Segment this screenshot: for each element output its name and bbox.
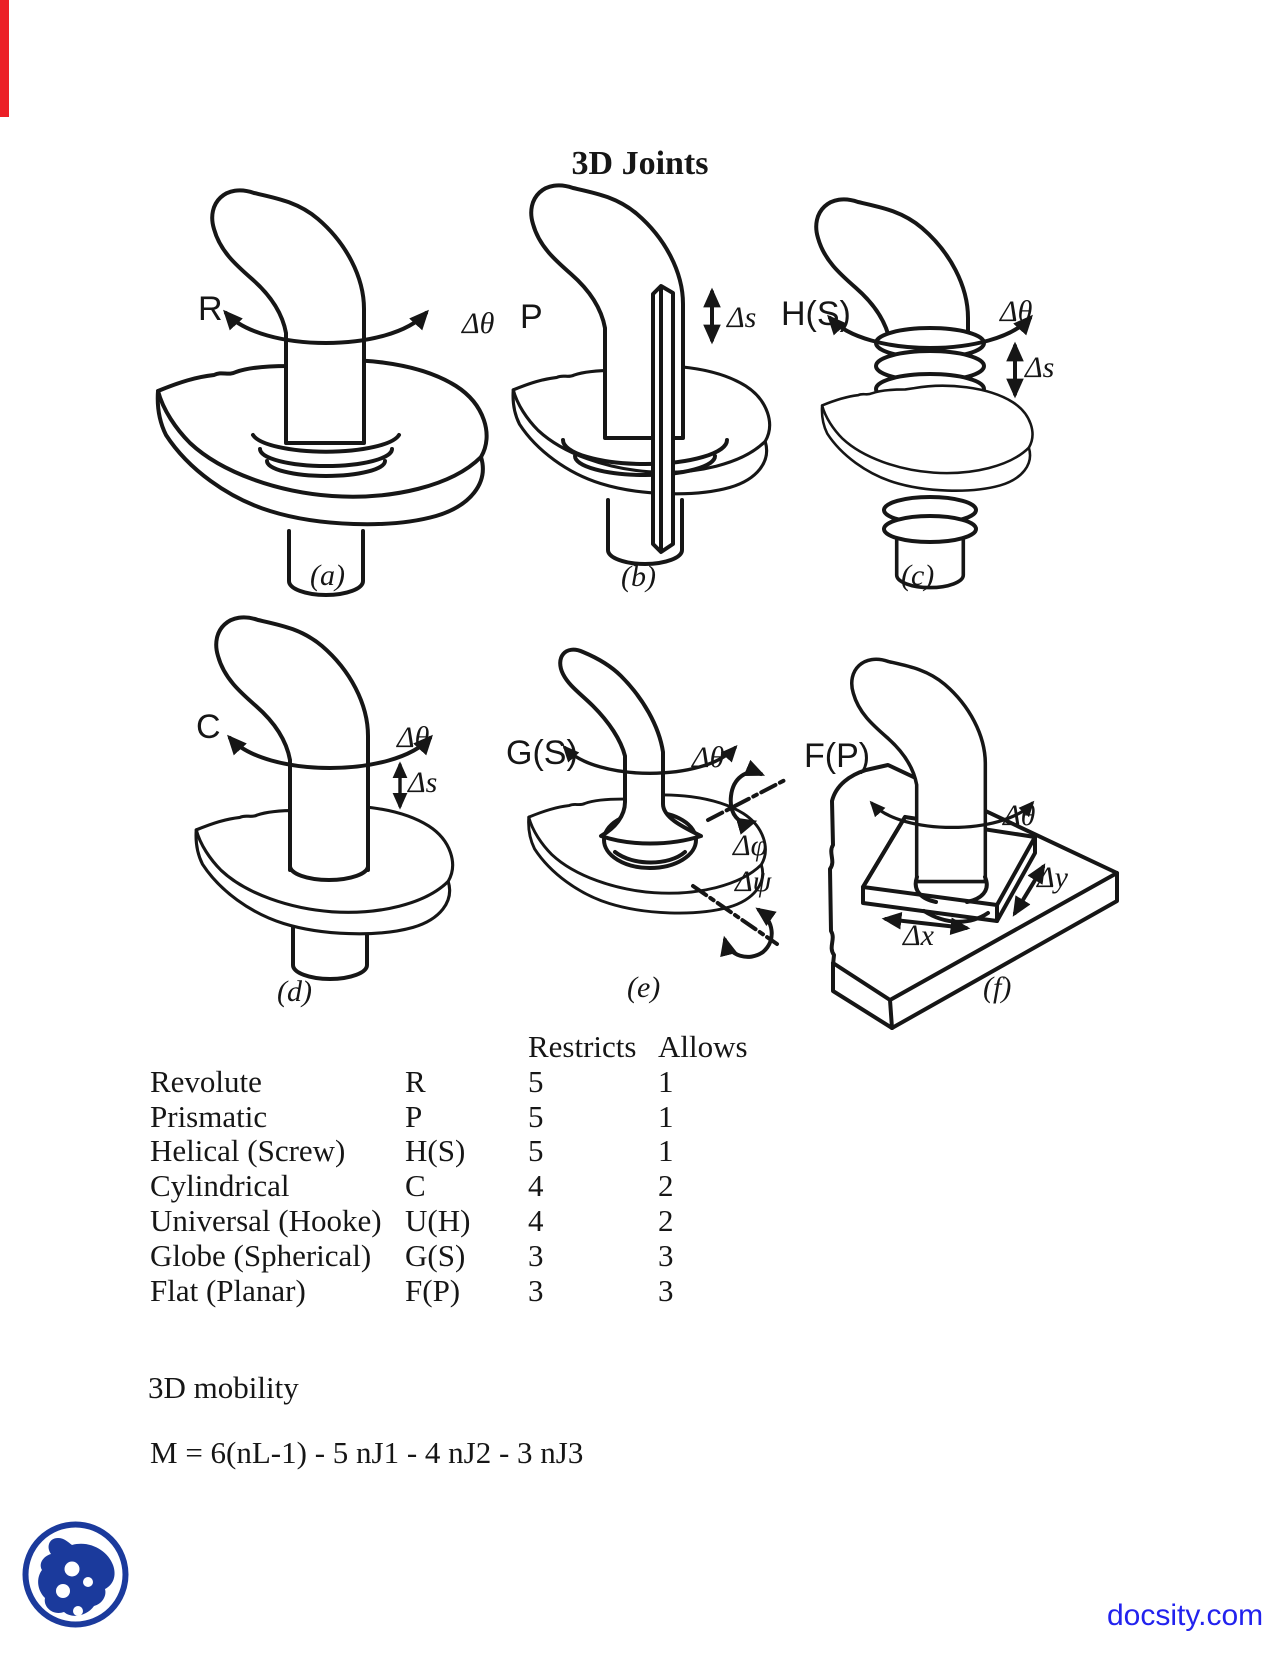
row-name: Globe (Spherical) [150, 1237, 372, 1273]
joints-table: Restricts Allows Revolute R 5 1 Prismati… [150, 1029, 778, 1309]
caption-d: (d) [277, 975, 312, 1008]
label-delta-theta-a: Δθ [462, 307, 495, 340]
row-symbol: C [405, 1168, 426, 1204]
row-allows: 1 [658, 1098, 674, 1134]
mobility-heading: 3D mobility [148, 1370, 299, 1405]
label-delta-x-f: Δx [903, 919, 934, 952]
row-name: Revolute [150, 1063, 262, 1099]
row-allows: 1 [658, 1133, 674, 1169]
row-name: Cylindrical [150, 1168, 290, 1204]
label-joint-hs: H(S) [781, 295, 851, 333]
row-allows: 1 [658, 1063, 674, 1099]
mobility-formula: M = 6(nL-1) - 5 nJ1 - 4 nJ2 - 3 nJ3 [150, 1435, 584, 1470]
label-delta-s-b: Δs [727, 301, 757, 334]
page-edge-red-mark [0, 0, 9, 117]
row-restricts: 5 [528, 1133, 544, 1169]
label-delta-y-f: Δy [1037, 861, 1068, 894]
label-delta-theta-e: Δθ [692, 741, 725, 774]
caption-c: (c) [901, 559, 935, 592]
docsity-watermark-link[interactable]: docsity.com [1107, 1599, 1264, 1632]
col-header-allows: Allows [658, 1029, 748, 1064]
docsity-logo[interactable] [18, 1517, 134, 1633]
row-name: Flat (Planar) [150, 1272, 306, 1308]
row-allows: 3 [658, 1272, 674, 1308]
figure-c-helical-diagram [814, 197, 1034, 590]
label-joint-c: C [196, 708, 221, 746]
label-delta-theta-d: Δθ [397, 721, 430, 754]
label-delta-phi-e: Δφ [733, 829, 768, 862]
row-restricts: 3 [528, 1272, 544, 1308]
row-symbol: H(S) [405, 1133, 466, 1169]
caption-a: (a) [310, 559, 345, 592]
page-title: 3D Joints [571, 145, 709, 182]
label-delta-theta-c: Δθ [1000, 295, 1033, 328]
row-symbol: P [405, 1098, 423, 1134]
label-delta-s-d: Δs [408, 766, 438, 799]
label-delta-theta-f: Δθ [1003, 799, 1036, 832]
label-joint-gs: G(S) [506, 734, 578, 772]
row-name: Helical (Screw) [150, 1133, 346, 1169]
row-symbol: R [405, 1063, 426, 1099]
row-restricts: 5 [528, 1063, 544, 1099]
figure-b-prismatic-diagram [511, 183, 772, 566]
row-name: Universal (Hooke) [150, 1202, 382, 1238]
row-symbol: U(H) [405, 1202, 471, 1238]
caption-b: (b) [621, 560, 656, 593]
figure-f-planar-diagram [828, 657, 1119, 1030]
label-delta-s-c: Δs [1025, 351, 1055, 384]
caption-e: (e) [627, 971, 661, 1004]
col-header-restricts: Restricts [528, 1029, 637, 1064]
label-joint-fp: F(P) [804, 737, 871, 775]
figure-a-revolute-diagram [155, 188, 489, 597]
label-joint-r: R [198, 290, 223, 328]
row-allows: 3 [658, 1237, 674, 1273]
row-restricts: 4 [528, 1168, 544, 1204]
caption-f: (f) [983, 971, 1012, 1004]
row-restricts: 5 [528, 1098, 544, 1134]
figure-e-spherical-diagram [527, 647, 787, 959]
label-delta-psi-e: Δψ [735, 865, 772, 898]
row-symbol: G(S) [405, 1237, 466, 1273]
row-allows: 2 [658, 1202, 674, 1238]
row-allows: 2 [658, 1168, 674, 1204]
figure-d-cylindrical-diagram [194, 615, 455, 981]
row-restricts: 3 [528, 1237, 544, 1273]
row-restricts: 4 [528, 1202, 544, 1238]
row-name: Prismatic [150, 1098, 268, 1134]
row-symbol: F(P) [405, 1272, 461, 1308]
label-joint-p: P [520, 298, 543, 336]
